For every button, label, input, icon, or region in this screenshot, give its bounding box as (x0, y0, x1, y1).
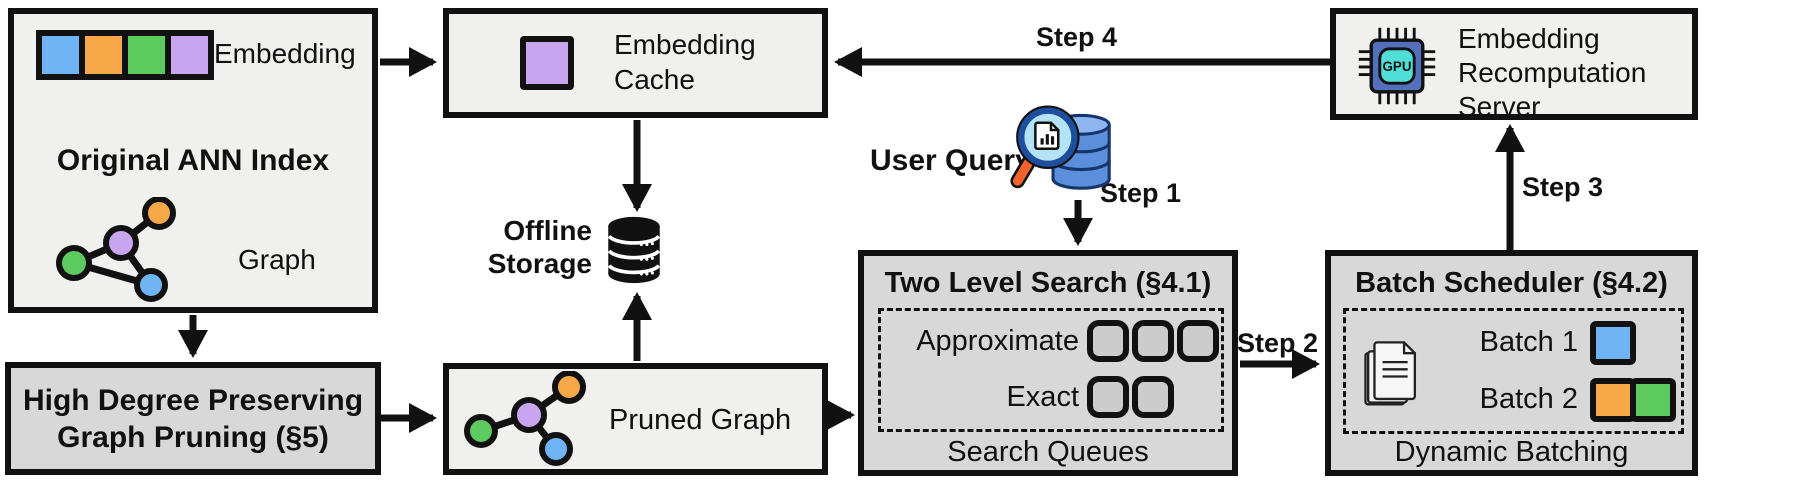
two-level-search-title: Two Level Search (§4.1) (884, 267, 1212, 299)
pruned-graph-icon (464, 371, 586, 466)
batch-row-label: Batch 1 (1479, 326, 1578, 358)
embedding-cell (42, 36, 79, 74)
embedding-cache-box: Embedding Cache (443, 8, 828, 118)
batch-rows: Batch 1 Batch 2 (1450, 314, 1676, 428)
queue-slot (1087, 320, 1129, 362)
offline-storage-label: Offline Storage (487, 215, 592, 279)
step3-label: Step 3 (1522, 172, 1604, 202)
queue-slot (1177, 320, 1219, 362)
batch-row: Batch 1 (1450, 314, 1676, 371)
queue-cells (1087, 320, 1219, 362)
dynamic-batching-footer: Dynamic Batching (1394, 436, 1629, 468)
original-ann-index-box: Embedding Original ANN Index Graph (8, 8, 378, 313)
svg-text:GPU: GPU (1383, 59, 1412, 74)
queue-cells (1087, 376, 1174, 418)
documents-stack-icon (1364, 341, 1417, 406)
step4-label: Step 4 (1036, 22, 1118, 52)
cached-embedding-icon (520, 36, 574, 90)
embedding-cell (165, 36, 208, 74)
batch-query-cell (1630, 377, 1676, 422)
graph-pruning-box: High Degree Preserving Graph Pruning (§5… (5, 362, 381, 475)
embedding-recomputation-server-box: GPU Embedding Recomputation Server (1330, 8, 1698, 122)
embedding-cell (122, 36, 165, 74)
graph-label: Graph (238, 244, 316, 275)
graph-icon (56, 197, 176, 302)
batch-scheduler-title: Batch Scheduler (§4.2) (1355, 267, 1668, 299)
embedding-vector-icon (36, 30, 214, 80)
queue-row-label: Approximate (916, 324, 1079, 357)
batch-row-label: Batch 2 (1479, 383, 1578, 415)
batch-cells (1590, 377, 1676, 422)
queue-slot (1132, 376, 1174, 418)
pruned-graph-box: Pruned Graph (443, 363, 828, 475)
embedding-cache-label: Embedding Cache (614, 29, 756, 95)
batch-query-cell (1590, 320, 1636, 365)
graph-pruning-label: High Degree Preserving Graph Pruning (§5… (22, 383, 364, 454)
queue-row: Approximate (881, 313, 1221, 369)
embedding-label: Embedding (214, 38, 356, 69)
embedding-recomputation-server-label: Embedding Recomputation Server (1458, 23, 1647, 122)
search-queues-footer: Search Queues (947, 436, 1149, 468)
query-search-database-icon (1010, 105, 1111, 190)
database-storage-icon (607, 216, 661, 284)
batch-scheduler-box: Batch Scheduler (§4.2) Batch 1 Batch 2 Dy… (1325, 250, 1698, 476)
queue-row: Exact (881, 369, 1221, 425)
pruned-graph-label: Pruned Graph (609, 404, 792, 436)
dynamic-batching-area: Batch 1 Batch 2 (1343, 308, 1684, 434)
batch-row: Batch 2 (1450, 371, 1676, 428)
user-query-label: User Query (870, 144, 1032, 177)
queue-slot (1087, 376, 1129, 418)
embedding-cell (79, 36, 122, 74)
original-ann-index-title: Original ANN Index (56, 144, 330, 177)
step1-label: Step 1 (1100, 178, 1182, 208)
step2-label: Step 2 (1237, 328, 1319, 358)
queue-slot (1132, 320, 1174, 362)
batch-cells (1590, 320, 1636, 365)
queue-row-label: Exact (1006, 380, 1079, 413)
gpu-chip-icon: GPU (1358, 27, 1436, 105)
